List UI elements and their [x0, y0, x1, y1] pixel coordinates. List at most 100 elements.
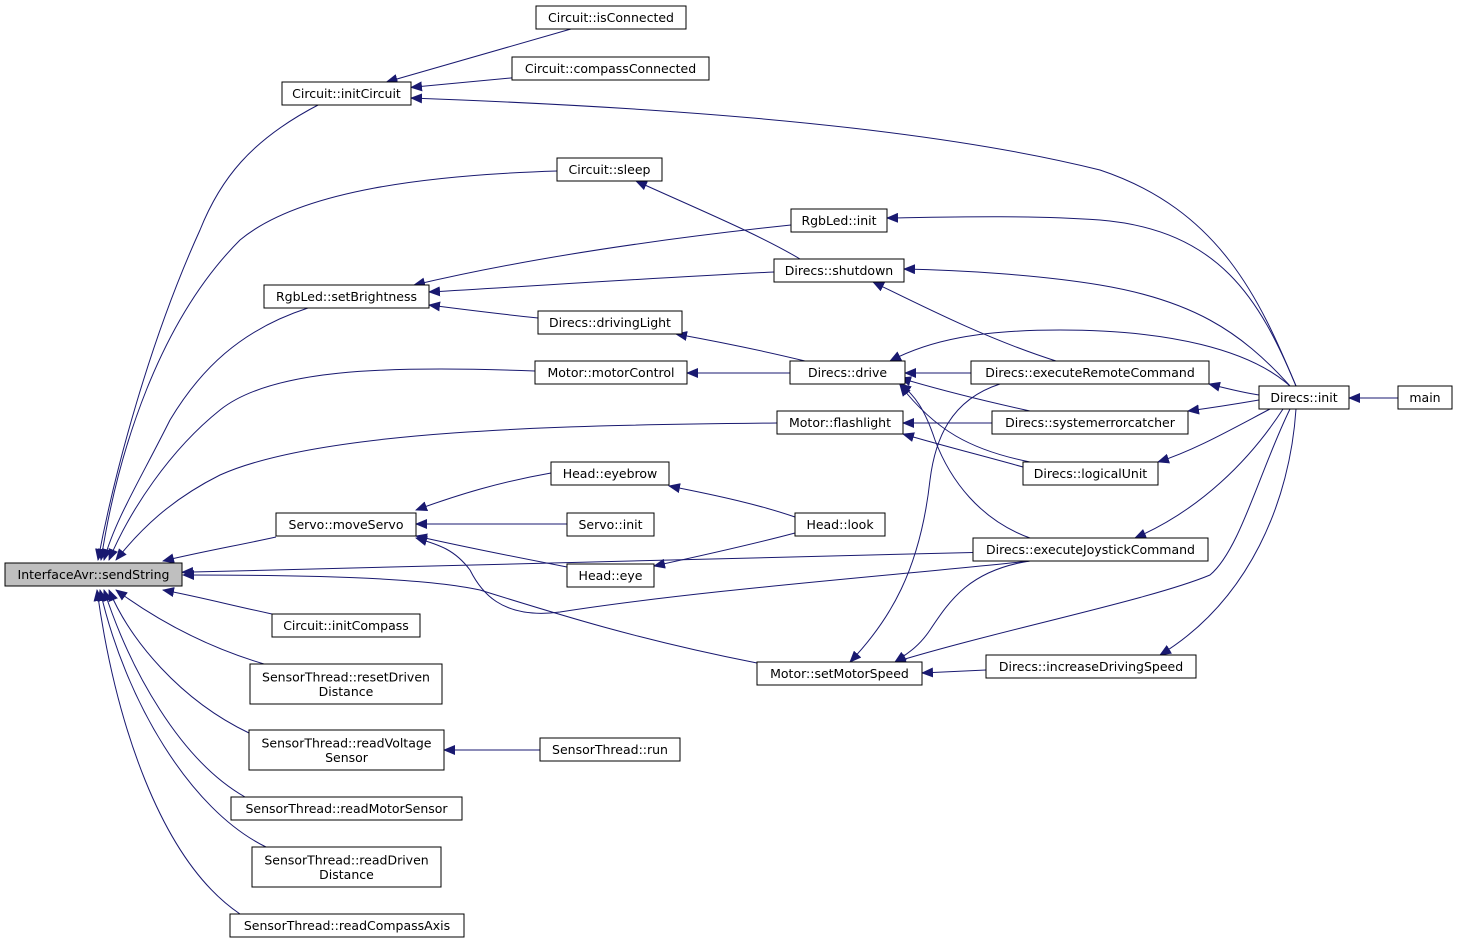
node-init-circuit[interactable]: Circuit::initCircuit: [281, 81, 412, 106]
node-label: Direcs::systemerrorcatcher: [1005, 415, 1176, 430]
edge-move-servo-to-send-string: [162, 536, 277, 564]
edge-layer: [93, 28, 1398, 915]
node-box: [4, 562, 183, 587]
node-box: [970, 360, 1210, 385]
node-direcs-init[interactable]: Direcs::init: [1258, 385, 1350, 410]
edge-head-look-to-eyebrow: [668, 483, 796, 518]
node-flashlight[interactable]: Motor::flashlight: [776, 410, 904, 435]
edge-head-eye-to-move-servo: [415, 533, 568, 568]
node-set-motor-speed[interactable]: Motor::setMotorSpeed: [756, 661, 923, 686]
node-st-run[interactable]: SensorThread::run: [539, 737, 681, 762]
node-head-look[interactable]: Head::look: [794, 512, 886, 537]
edge-increase-speed-to-set-motor-speed: [921, 667, 987, 678]
node-syserr[interactable]: Direcs::systemerrorcatcher: [991, 410, 1189, 435]
edge-exec-joystick-to-move-servo: [415, 536, 1031, 614]
node-box: [550, 461, 670, 486]
node-label: Direcs::init: [1270, 390, 1337, 405]
node-eyebrow[interactable]: Head::eyebrow: [550, 461, 670, 486]
node-send-string[interactable]: InterfaceAvr::sendString: [4, 562, 183, 587]
edge-set-brightness-to-send-string: [102, 307, 309, 561]
edge-motor-control-to-send-string: [108, 368, 536, 561]
node-compass-connected[interactable]: Circuit::compassConnected: [511, 56, 710, 81]
node-label: Circuit::compassConnected: [525, 61, 696, 76]
node-label: Direcs::executeJoystickCommand: [986, 542, 1195, 557]
node-layer: InterfaceAvr::sendString Circuit::initCir…: [4, 5, 1453, 938]
node-move-servo[interactable]: Servo::moveServo: [275, 512, 417, 537]
edge-exec-remote-to-set-motor-speed: [849, 383, 1001, 663]
node-rgbled-init[interactable]: RgbLed::init: [790, 208, 888, 233]
node-circuit-sleep[interactable]: Circuit::sleep: [556, 157, 663, 182]
edge-direcs-init-to-init-circuit: [410, 93, 1297, 387]
edge-read-voltage-to-send-string: [108, 589, 250, 734]
node-box: [248, 729, 445, 771]
node-label: RgbLed::init: [801, 213, 876, 228]
node-box: [249, 663, 443, 705]
node-label: SensorThread::readCompassAxis: [244, 918, 450, 933]
node-exec-remote[interactable]: Direcs::executeRemoteCommand: [970, 360, 1210, 385]
node-label: SensorThread::readVoltage: [261, 735, 431, 750]
node-box: [789, 360, 906, 385]
node-box: [1258, 385, 1350, 410]
node-read-motor-sensor[interactable]: SensorThread::readMotorSensor: [230, 796, 463, 821]
edge-exec-joystick-to-drive: [899, 383, 1031, 539]
node-head-eye[interactable]: Head::eye: [566, 563, 655, 588]
edge-shutdown-to-set-brightness: [428, 271, 775, 297]
node-shutdown[interactable]: Direcs::shutdown: [773, 258, 905, 283]
node-set-brightness[interactable]: RgbLed::setBrightness: [263, 284, 430, 309]
edge-read-driven-to-send-string: [97, 589, 267, 848]
node-drive[interactable]: Direcs::drive: [789, 360, 906, 385]
node-box: [790, 208, 888, 233]
node-label: Head::look: [806, 517, 874, 532]
node-label: Distance: [319, 684, 374, 699]
edge-direcs-init-to-logical-unit: [1157, 408, 1271, 464]
edge-read-motor-sensor-to-send-string: [102, 589, 246, 798]
node-box: [566, 563, 655, 588]
node-label: Head::eyebrow: [563, 466, 658, 481]
node-label: Motor::motorControl: [547, 365, 674, 380]
edge-direcs-init-to-exec-joystick: [1134, 408, 1284, 539]
node-box: [756, 661, 923, 686]
node-increase-speed[interactable]: Direcs::increaseDrivingSpeed: [985, 654, 1197, 679]
node-init-compass[interactable]: Circuit::initCompass: [271, 613, 421, 638]
edge-logical-unit-to-drive: [899, 384, 1031, 463]
edge-direcs-init-to-increase-speed: [1159, 408, 1297, 656]
node-label: Motor::flashlight: [789, 415, 891, 430]
node-box: [566, 512, 655, 537]
node-driving-light[interactable]: Direcs::drivingLight: [537, 310, 683, 335]
node-exec-joystick[interactable]: Direcs::executeJoystickCommand: [972, 537, 1209, 562]
node-is-connected[interactable]: Circuit::isConnected: [535, 5, 687, 30]
node-label: Direcs::logicalUnit: [1034, 466, 1148, 481]
node-box: [991, 410, 1189, 435]
edge-compass-connected-to-init-circuit: [410, 77, 513, 92]
node-box: [275, 512, 417, 537]
edge-is-connected-to-init-circuit: [385, 28, 572, 84]
node-label: Circuit::initCircuit: [292, 86, 401, 101]
node-label: SensorThread::resetDriven: [262, 669, 430, 684]
edge-exec-joystick-to-set-motor-speed: [894, 560, 1031, 663]
node-box: [794, 512, 886, 537]
edge-init-circuit-to-send-string: [95, 103, 321, 561]
node-logical-unit[interactable]: Direcs::logicalUnit: [1022, 461, 1159, 486]
node-label: main: [1409, 390, 1440, 405]
node-servo-init[interactable]: Servo::init: [566, 512, 655, 537]
edge-syserr-to-drive: [899, 376, 1031, 412]
edge-init-compass-to-send-string: [162, 587, 273, 615]
node-label: Direcs::drive: [808, 365, 887, 380]
node-box: [251, 846, 442, 888]
node-box: [776, 410, 904, 435]
node-box: [537, 310, 683, 335]
edge-driving-light-to-set-brightness: [428, 301, 539, 319]
edge-shutdown-to-circuit-sleep: [635, 180, 801, 260]
node-motor-control[interactable]: Motor::motorControl: [534, 360, 688, 385]
node-label: InterfaceAvr::sendString: [18, 567, 170, 582]
node-label: Direcs::drivingLight: [549, 315, 671, 330]
edge-flashlight-to-send-string: [115, 422, 778, 561]
node-box: [281, 81, 412, 106]
edge-direcs-init-to-syserr: [1187, 399, 1260, 415]
node-read-compass[interactable]: SensorThread::readCompassAxis: [229, 913, 465, 938]
node-main[interactable]: main: [1397, 385, 1453, 410]
node-label: Circuit::initCompass: [283, 618, 409, 633]
